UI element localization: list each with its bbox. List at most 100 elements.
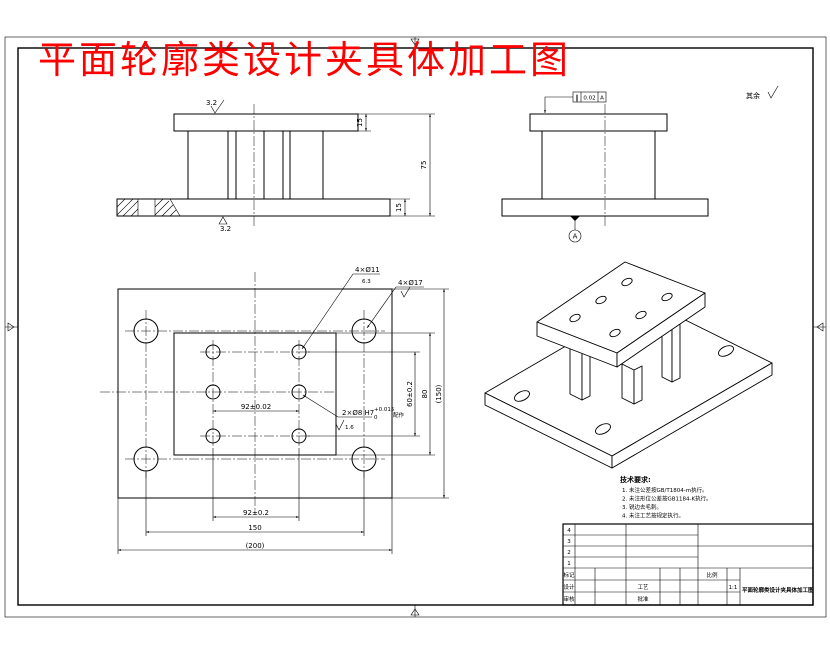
- front-base-plate: [116, 198, 391, 217]
- large-hole-roughness-icon: [400, 286, 411, 298]
- iso-base-front-right: [611, 362, 773, 469]
- pin-roughness: 1.6: [345, 425, 354, 431]
- inner-border: [17, 47, 814, 606]
- general-roughness: 其余: [746, 85, 779, 100]
- label-scale: 比例: [706, 571, 718, 579]
- pin-note: 配作: [393, 411, 405, 419]
- dim-v-inner: 60±0.2: [406, 381, 414, 407]
- top-vertical-extension-lines: [306, 288, 449, 499]
- iso-base-hole: [514, 390, 530, 402]
- large-hole-callout: 4×Ø17: [398, 279, 423, 287]
- front-body-edges: [227, 131, 291, 199]
- front-dim-height: 75: [420, 161, 428, 170]
- screw-hole: [205, 428, 221, 444]
- tech-notes-heading: 技术要求:: [620, 475, 651, 484]
- scale-value: 1:1: [729, 585, 738, 591]
- revision-row-number: 3: [567, 539, 571, 545]
- tech-note-item: 1. 未注公差按GB/T1804-m执行。: [622, 486, 708, 494]
- isometric-view: [484, 261, 773, 469]
- iso-top-plate-hole: [609, 328, 621, 338]
- iso-top-plate-front-right: [616, 292, 706, 368]
- mounting-hole: [351, 318, 377, 344]
- label-mark: 标记: [563, 571, 575, 579]
- title-block-grid: [563, 524, 813, 605]
- drawing-name: 平面轮廓类设计夹具体加工图: [742, 586, 814, 594]
- dim-h-mid: 150: [248, 524, 261, 532]
- front-hatch-right: [154, 198, 181, 217]
- datum-triangle: [570, 216, 580, 221]
- centering-marks: [5, 37, 826, 617]
- front-dim-base: 15: [395, 203, 403, 212]
- datum-a: A: [568, 216, 582, 243]
- tech-note-item: 4. 未注工艺按规定执行。: [622, 512, 684, 520]
- orientation-triangles: [7, 38, 824, 616]
- small-hole-roughness: 6.3: [362, 279, 371, 285]
- dim-v-outer: (150): [435, 384, 443, 403]
- label-check: 审核: [563, 595, 575, 603]
- iso-top-plate-hole: [661, 292, 673, 302]
- datum-circle: [568, 229, 582, 243]
- small-hole-callout: 4×Ø11: [355, 266, 380, 274]
- revision-row-number: 1: [567, 561, 571, 567]
- general-roughness-label: 其余: [746, 91, 760, 100]
- mounting-hole: [133, 446, 159, 472]
- technical-requirements: 技术要求: 1. 未注公差按GB/T1804-m执行。 2. 未注形位公差按GB…: [620, 475, 712, 520]
- pin-spacing-dim: 92±0.02: [241, 403, 271, 411]
- tolerance-leader: [544, 96, 573, 113]
- iso-top-plate-hole: [635, 310, 647, 320]
- dim-h-outer: (200): [246, 542, 265, 550]
- iso-support-side: [671, 320, 681, 383]
- front-hatch-left: [116, 198, 139, 217]
- front-view: 3.2 3.2 15 75 15: [116, 99, 435, 233]
- sheet-frame: [4, 36, 827, 618]
- mounting-hole: [351, 446, 377, 472]
- tolerance-symbol: ∥: [575, 94, 579, 102]
- mounting-hole: [133, 318, 159, 344]
- front-extension-lines: [358, 113, 435, 217]
- side-view: ∥ 0.02 A A: [501, 91, 709, 243]
- revision-row-number: 4: [567, 528, 571, 534]
- pin-hole-leader: [302, 394, 372, 418]
- front-roughness-bottom-icon: [218, 216, 228, 225]
- tech-note-item: 2. 未注形位公差按GB1184-K执行。: [622, 495, 712, 503]
- large-hole-leader: [366, 286, 424, 329]
- front-roughness-bottom-value: 3.2: [220, 225, 231, 233]
- title-block-frame: [562, 523, 814, 606]
- pin-hole-callout: 2×Ø8 H7: [342, 409, 374, 417]
- revision-row-number: 2: [567, 550, 571, 556]
- top-horizontal-extension-lines: [117, 448, 393, 554]
- pin-hole: [205, 384, 221, 400]
- front-dim-top-plate: 15: [356, 118, 364, 127]
- screw-hole: [205, 344, 221, 360]
- front-roughness-top-value: 3.2: [206, 99, 217, 107]
- tolerance-value: 0.02: [583, 96, 595, 102]
- roughness-check-icon: [767, 85, 779, 99]
- label-process: 工艺: [637, 584, 649, 591]
- tech-note-item: 3. 锐边去毛刺。: [622, 503, 662, 511]
- front-roughness-top-icon: [210, 99, 225, 114]
- tolerance-datum: A: [600, 96, 604, 102]
- iso-support-front: [621, 363, 635, 405]
- pin-tol-upper: +0.015: [374, 407, 395, 413]
- parallelism-tolerance-frame: ∥ 0.02 A: [544, 91, 607, 113]
- pin-tol-lower: 0: [374, 415, 378, 421]
- title-block: 4 3 2 1 标记 设计 审核 工艺 批准 比例 1:1 平面轮廓类设计夹具体…: [562, 523, 814, 606]
- dim-h-inner: 92±0.2: [243, 509, 269, 517]
- iso-top-plate-hole: [621, 277, 633, 287]
- tolerance-frame-dividers: [580, 92, 599, 102]
- pin-roughness-icon: [335, 419, 345, 431]
- iso-support-side: [633, 365, 643, 405]
- iso-base-hole: [718, 345, 734, 357]
- label-approve: 批准: [637, 595, 649, 603]
- iso-base-hole: [595, 423, 611, 435]
- iso-top-plate-hole: [569, 313, 581, 323]
- dim-v-mid: 80: [421, 390, 429, 399]
- label-design: 设计: [563, 583, 575, 591]
- pin-hole: [291, 384, 307, 400]
- iso-top-plate-hole: [595, 295, 607, 305]
- top-view: 4×Ø11 6.3 4×Ø17 2×Ø8 H7 +0.015 0 配作 1.6 …: [100, 266, 449, 554]
- top-center-lines: [100, 272, 385, 515]
- datum-label: A: [573, 233, 578, 241]
